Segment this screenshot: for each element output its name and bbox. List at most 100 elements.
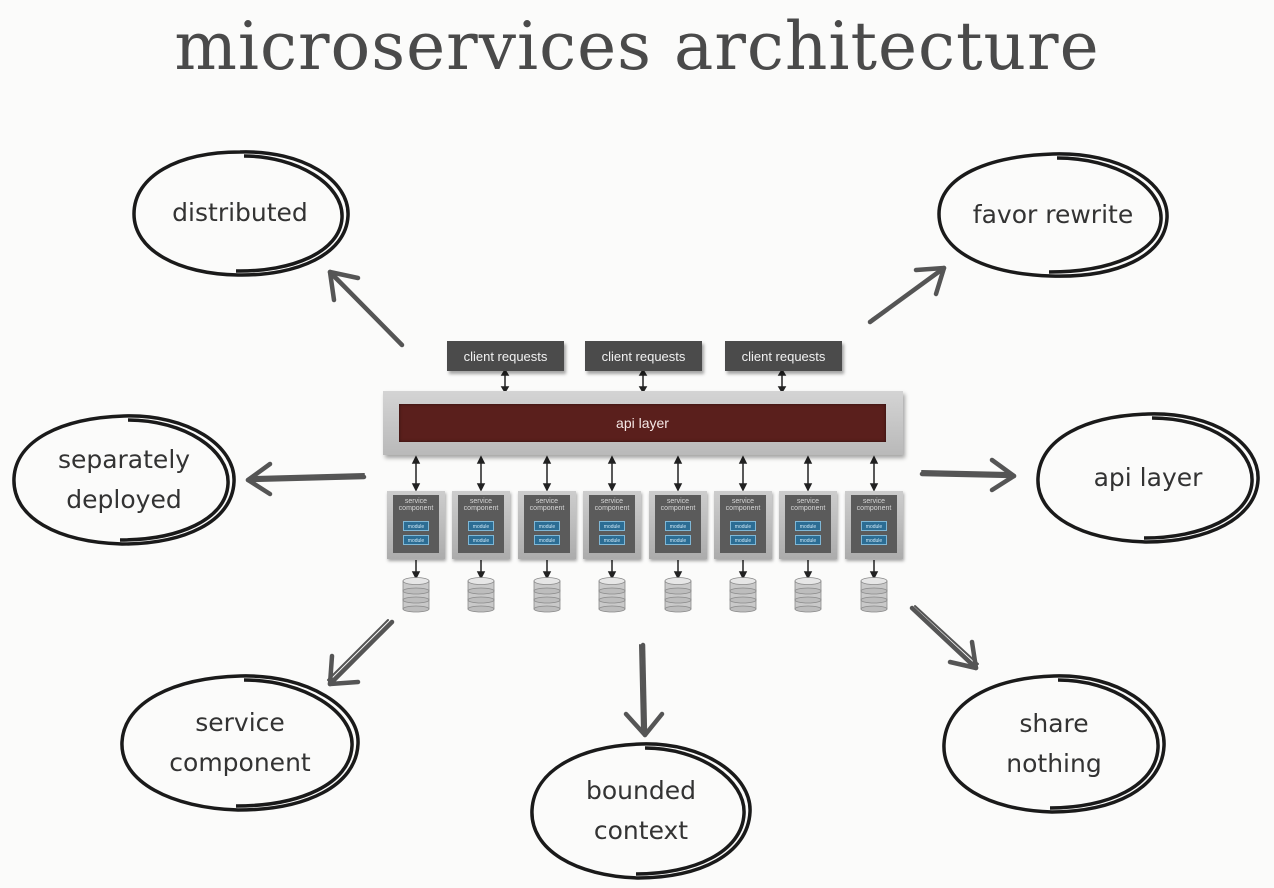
service-module: module	[534, 535, 560, 545]
client-requests-box: client requests	[585, 341, 702, 371]
database-icon	[729, 577, 757, 613]
client-requests-box: client requests	[725, 341, 842, 371]
api-service-connector	[607, 455, 617, 492]
api-service-connector	[476, 455, 486, 492]
request-connector	[500, 368, 510, 394]
service-module: module	[730, 535, 756, 545]
database-icon	[402, 577, 430, 613]
bubble-separately-deployed: separately deployed	[8, 410, 240, 550]
database-icon	[467, 577, 495, 613]
bubble-share-nothing: share nothing	[938, 670, 1170, 818]
bubble-label-line: separately	[57, 445, 191, 474]
service-module: module	[795, 521, 821, 531]
bubble-label-line: nothing	[1006, 749, 1102, 778]
service-module: module	[861, 521, 887, 531]
bubble-label: service component	[169, 703, 310, 783]
bubble-label: favor rewrite	[972, 200, 1134, 229]
service-component: service component module module	[387, 491, 445, 559]
arrow-to-api-layer	[919, 457, 1017, 493]
arrow-to-distributed	[327, 269, 405, 348]
bubble-label-line: deployed	[66, 485, 182, 514]
bubble-label: bounded context	[586, 771, 696, 851]
service-component-inner: service component module module	[785, 495, 831, 553]
service-db-connector	[411, 560, 421, 580]
bubble-label: share nothing	[1006, 704, 1101, 784]
service-component-label: service component	[463, 498, 499, 512]
page-title: microservices architecture	[174, 8, 1100, 85]
service-db-connector	[476, 560, 486, 580]
service-component-label: service component	[594, 498, 630, 512]
service-component-label: service component	[398, 498, 434, 512]
bubble-label: separately deployed	[58, 440, 190, 520]
api-service-connector	[738, 455, 748, 492]
service-db-connector	[673, 560, 683, 580]
service-module: module	[599, 535, 625, 545]
service-component-label: service component	[790, 498, 826, 512]
bubble-api-layer: api layer	[1032, 408, 1264, 548]
service-db-connector	[542, 560, 552, 580]
api-service-connector	[542, 455, 552, 492]
arrow-to-share-nothing	[909, 605, 979, 671]
database-icon	[664, 577, 692, 613]
service-module: module	[599, 521, 625, 531]
bubble-label-line: share	[1019, 709, 1089, 738]
service-module: module	[468, 535, 494, 545]
api-service-connector	[673, 455, 683, 492]
service-component-label: service component	[660, 498, 696, 512]
service-db-connector	[738, 560, 748, 580]
service-component-label: service component	[529, 498, 565, 512]
database-icon	[860, 577, 888, 613]
service-db-connector	[803, 560, 813, 580]
arrow-to-favor-rewrite	[867, 265, 947, 325]
bubble-label: api layer	[1093, 463, 1203, 492]
service-component-inner: service component module module	[458, 495, 504, 553]
service-component-inner: service component module module	[589, 495, 635, 553]
service-component: service component module module	[779, 491, 837, 559]
service-component-label: service component	[856, 498, 892, 512]
service-module: module	[665, 521, 691, 531]
bubble-label: distributed	[172, 198, 308, 227]
service-module: module	[403, 521, 429, 531]
service-module: module	[665, 535, 691, 545]
bubble-label-line: component	[169, 748, 311, 777]
api-service-connector	[411, 455, 421, 492]
client-requests-box: client requests	[447, 341, 564, 371]
bubble-service-component: service component	[116, 670, 364, 816]
service-component-label: service component	[725, 498, 761, 512]
service-db-connector	[869, 560, 879, 580]
bubble-label-line: context	[593, 816, 689, 845]
service-component-inner: service component module module	[655, 495, 701, 553]
service-component-inner: service component module module	[524, 495, 570, 553]
api-service-connector	[869, 455, 879, 492]
service-component: service component module module	[649, 491, 707, 559]
service-module: module	[795, 535, 821, 545]
bubble-label-line: bounded	[586, 776, 696, 805]
api-service-connector	[803, 455, 813, 492]
service-module: module	[403, 535, 429, 545]
service-module: module	[468, 521, 494, 531]
database-icon	[794, 577, 822, 613]
service-component: service component module module	[714, 491, 772, 559]
database-icon	[533, 577, 561, 613]
bubble-bounded-context: bounded context	[526, 738, 756, 884]
service-module: module	[730, 521, 756, 531]
service-db-connector	[607, 560, 617, 580]
request-connector	[777, 368, 787, 394]
arrow-to-service-component	[327, 619, 395, 687]
arrow-to-separately-deployed	[245, 461, 367, 497]
service-component-inner: service component module module	[393, 495, 439, 553]
service-component: service component module module	[452, 491, 510, 559]
service-component: service component module module	[583, 491, 641, 559]
bubble-distributed: distributed	[126, 146, 354, 280]
bubble-favor-rewrite: favor rewrite	[933, 148, 1173, 282]
service-module: module	[534, 521, 560, 531]
service-component-inner: service component module module	[720, 495, 766, 553]
api-layer-frame: api layer	[383, 391, 903, 455]
database-icon	[598, 577, 626, 613]
service-component: service component module module	[518, 491, 576, 559]
api-layer-bar: api layer	[399, 404, 886, 442]
bubble-label-line: service	[195, 708, 285, 737]
